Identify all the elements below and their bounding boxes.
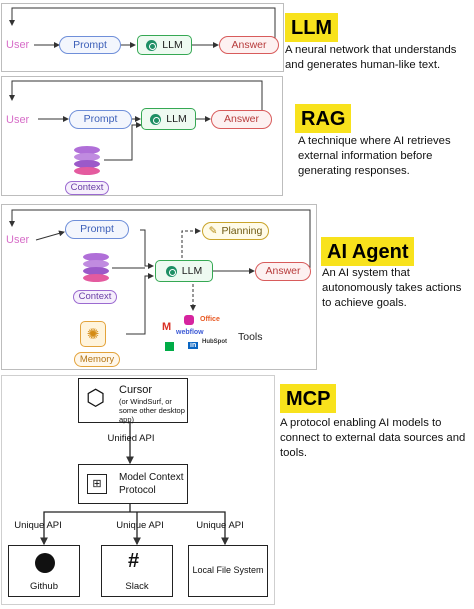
mcp-cursor-box: ⬡ Cursor (or WindSurf, or some other des… xyxy=(78,378,188,424)
rag-description: A technique where AI retrieves external … xyxy=(298,135,451,177)
cube-icon: ⬡ xyxy=(86,385,106,410)
rag-prompt: Prompt xyxy=(69,110,132,129)
meet-icon xyxy=(165,342,174,351)
agent-llm-label: LLM xyxy=(181,264,203,277)
slack-icon: # xyxy=(128,550,140,572)
agent-tag: AI Agent xyxy=(321,237,415,266)
agent-planning: ✎Planning xyxy=(202,222,269,240)
agent-prompt: Prompt xyxy=(65,220,129,239)
hubspot-icon: HubSpot xyxy=(202,339,227,345)
rag-llm: LLM xyxy=(141,108,196,130)
openai-icon xyxy=(150,113,162,125)
mcp-slack-box: # Slack xyxy=(101,545,173,597)
llm-llm: LLM xyxy=(137,35,192,55)
agent-planning-label: Planning xyxy=(221,224,263,237)
unified-api-label: Unified API xyxy=(107,433,155,444)
rag-context: Context xyxy=(65,181,109,195)
pencil-icon: ✎ xyxy=(208,224,218,237)
unique-api-label-1: Unique API xyxy=(14,520,62,531)
rag-llm-label: LLM xyxy=(166,112,187,125)
webflow-icon: webflow xyxy=(176,329,204,336)
github-icon xyxy=(35,553,55,573)
mcp-tag: MCP xyxy=(280,384,337,413)
github-label: Github xyxy=(30,581,58,592)
tools-cluster: M Office webflow in HubSpot xyxy=(162,315,232,357)
rag-user: User xyxy=(6,114,30,126)
unique-api-label-3: Unique API xyxy=(196,520,244,531)
cursor-subtitle: (or WindSurf, or some other desktop app) xyxy=(119,397,185,424)
instagram-icon xyxy=(184,315,194,325)
agent-answer: Answer xyxy=(255,262,311,281)
agent-panel xyxy=(1,204,317,370)
openai-icon xyxy=(146,39,158,51)
agent-llm: LLM xyxy=(155,260,213,282)
agent-description: An AI system that autonomously takes act… xyxy=(322,267,462,309)
llm-llm-label: LLM xyxy=(162,38,183,51)
unique-api-label-2: Unique API xyxy=(116,520,164,531)
agent-tools-label: Tools xyxy=(238,331,263,343)
llm-prompt: Prompt xyxy=(59,36,121,54)
llm-description: A neural network that understands and ge… xyxy=(285,44,457,71)
llm-answer: Answer xyxy=(219,36,279,54)
llm-tag: LLM xyxy=(285,13,339,42)
mcp-protocol-box: ⊞ Model Context Protocol xyxy=(78,464,188,504)
linkedin-icon: in xyxy=(188,342,199,349)
office-icon: Office xyxy=(200,316,220,323)
brain-icon: ✺ xyxy=(80,321,106,347)
slack-label: Slack xyxy=(125,581,149,592)
cursor-title: Cursor xyxy=(119,384,153,396)
network-icon: ⊞ xyxy=(87,474,107,494)
mcp-localfs-box: Local File System xyxy=(188,545,268,597)
agent-context: Context xyxy=(73,290,117,304)
rag-panel xyxy=(1,76,283,196)
rag-database-icon xyxy=(74,146,104,176)
rag-answer: Answer xyxy=(211,110,272,129)
localfs-label: Local File System xyxy=(192,565,264,575)
mcp-description: A protocol enabling AI models to connect… xyxy=(280,417,466,459)
agent-memory: Memory xyxy=(74,352,120,367)
agent-database-icon xyxy=(83,253,113,283)
llm-user: User xyxy=(6,39,30,51)
protocol-title: Model Context Protocol xyxy=(119,472,184,496)
mcp-panel xyxy=(1,375,275,605)
rag-tag: RAG xyxy=(295,104,352,133)
mcp-github-box: Github xyxy=(8,545,80,597)
gmail-icon: M xyxy=(162,321,172,333)
openai-icon xyxy=(165,265,177,277)
agent-user: User xyxy=(6,234,30,246)
